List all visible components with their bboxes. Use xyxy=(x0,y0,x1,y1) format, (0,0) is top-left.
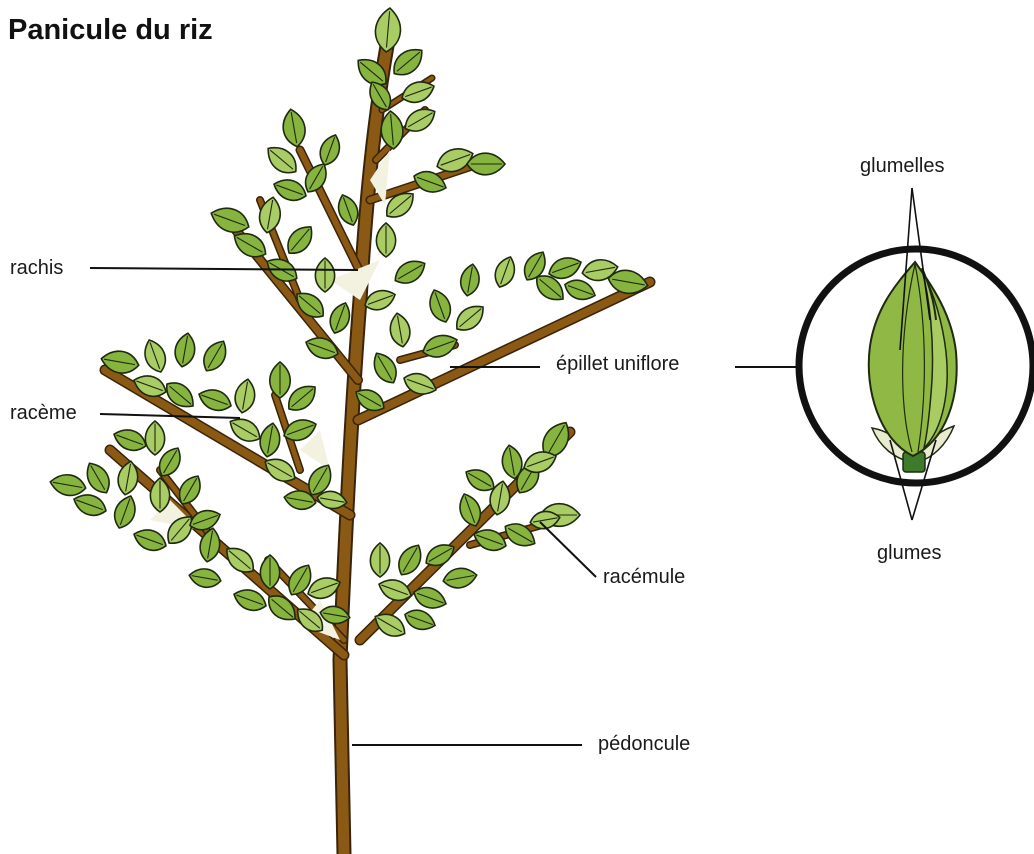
spikelet xyxy=(390,255,429,289)
spikelet xyxy=(316,132,344,168)
spikelet xyxy=(491,254,519,290)
label-rachis: rachis xyxy=(10,258,63,278)
spikelet xyxy=(140,337,170,376)
label-glumelles: glumelles xyxy=(860,156,944,176)
spikelet xyxy=(376,575,415,605)
racemule-leader-line xyxy=(540,522,596,577)
spikelet xyxy=(233,378,258,415)
spikelet xyxy=(207,203,252,238)
panicle-stems xyxy=(105,40,650,854)
spikelet xyxy=(467,153,505,175)
spikelet xyxy=(458,263,481,298)
spikelet-detail xyxy=(799,188,1033,520)
spikelet xyxy=(131,371,170,401)
spikelet xyxy=(131,525,170,555)
spikelet xyxy=(326,300,354,336)
spikelet xyxy=(451,300,489,337)
spikelet xyxy=(196,385,235,415)
diagram-title: Panicule du riz xyxy=(8,14,213,47)
spikelet xyxy=(368,348,402,387)
label-glumes: glumes xyxy=(877,543,941,563)
spikelet xyxy=(315,258,334,292)
spikelet xyxy=(145,421,164,455)
spikelet xyxy=(280,107,308,148)
spikelet xyxy=(442,566,479,591)
label-raceme: racème xyxy=(10,403,77,423)
spikelet xyxy=(258,422,283,459)
spikelet xyxy=(198,336,232,375)
spikelet xyxy=(425,287,455,326)
spikelet xyxy=(110,493,140,532)
spikelet xyxy=(388,312,413,349)
spikelet xyxy=(188,566,223,589)
spikelet xyxy=(173,332,198,369)
spikelet xyxy=(376,223,395,257)
label-racemule: racémule xyxy=(603,567,685,587)
label-pedoncule: pédoncule xyxy=(598,734,690,754)
spikelet xyxy=(374,7,403,53)
label-epillet-uniflore: épillet uniflore xyxy=(556,354,679,374)
spikelet xyxy=(282,221,319,259)
spikelet xyxy=(49,472,88,498)
spikelet xyxy=(402,606,438,634)
branch-5 xyxy=(358,282,650,420)
spikelet xyxy=(81,458,115,497)
spikelet xyxy=(370,543,389,577)
